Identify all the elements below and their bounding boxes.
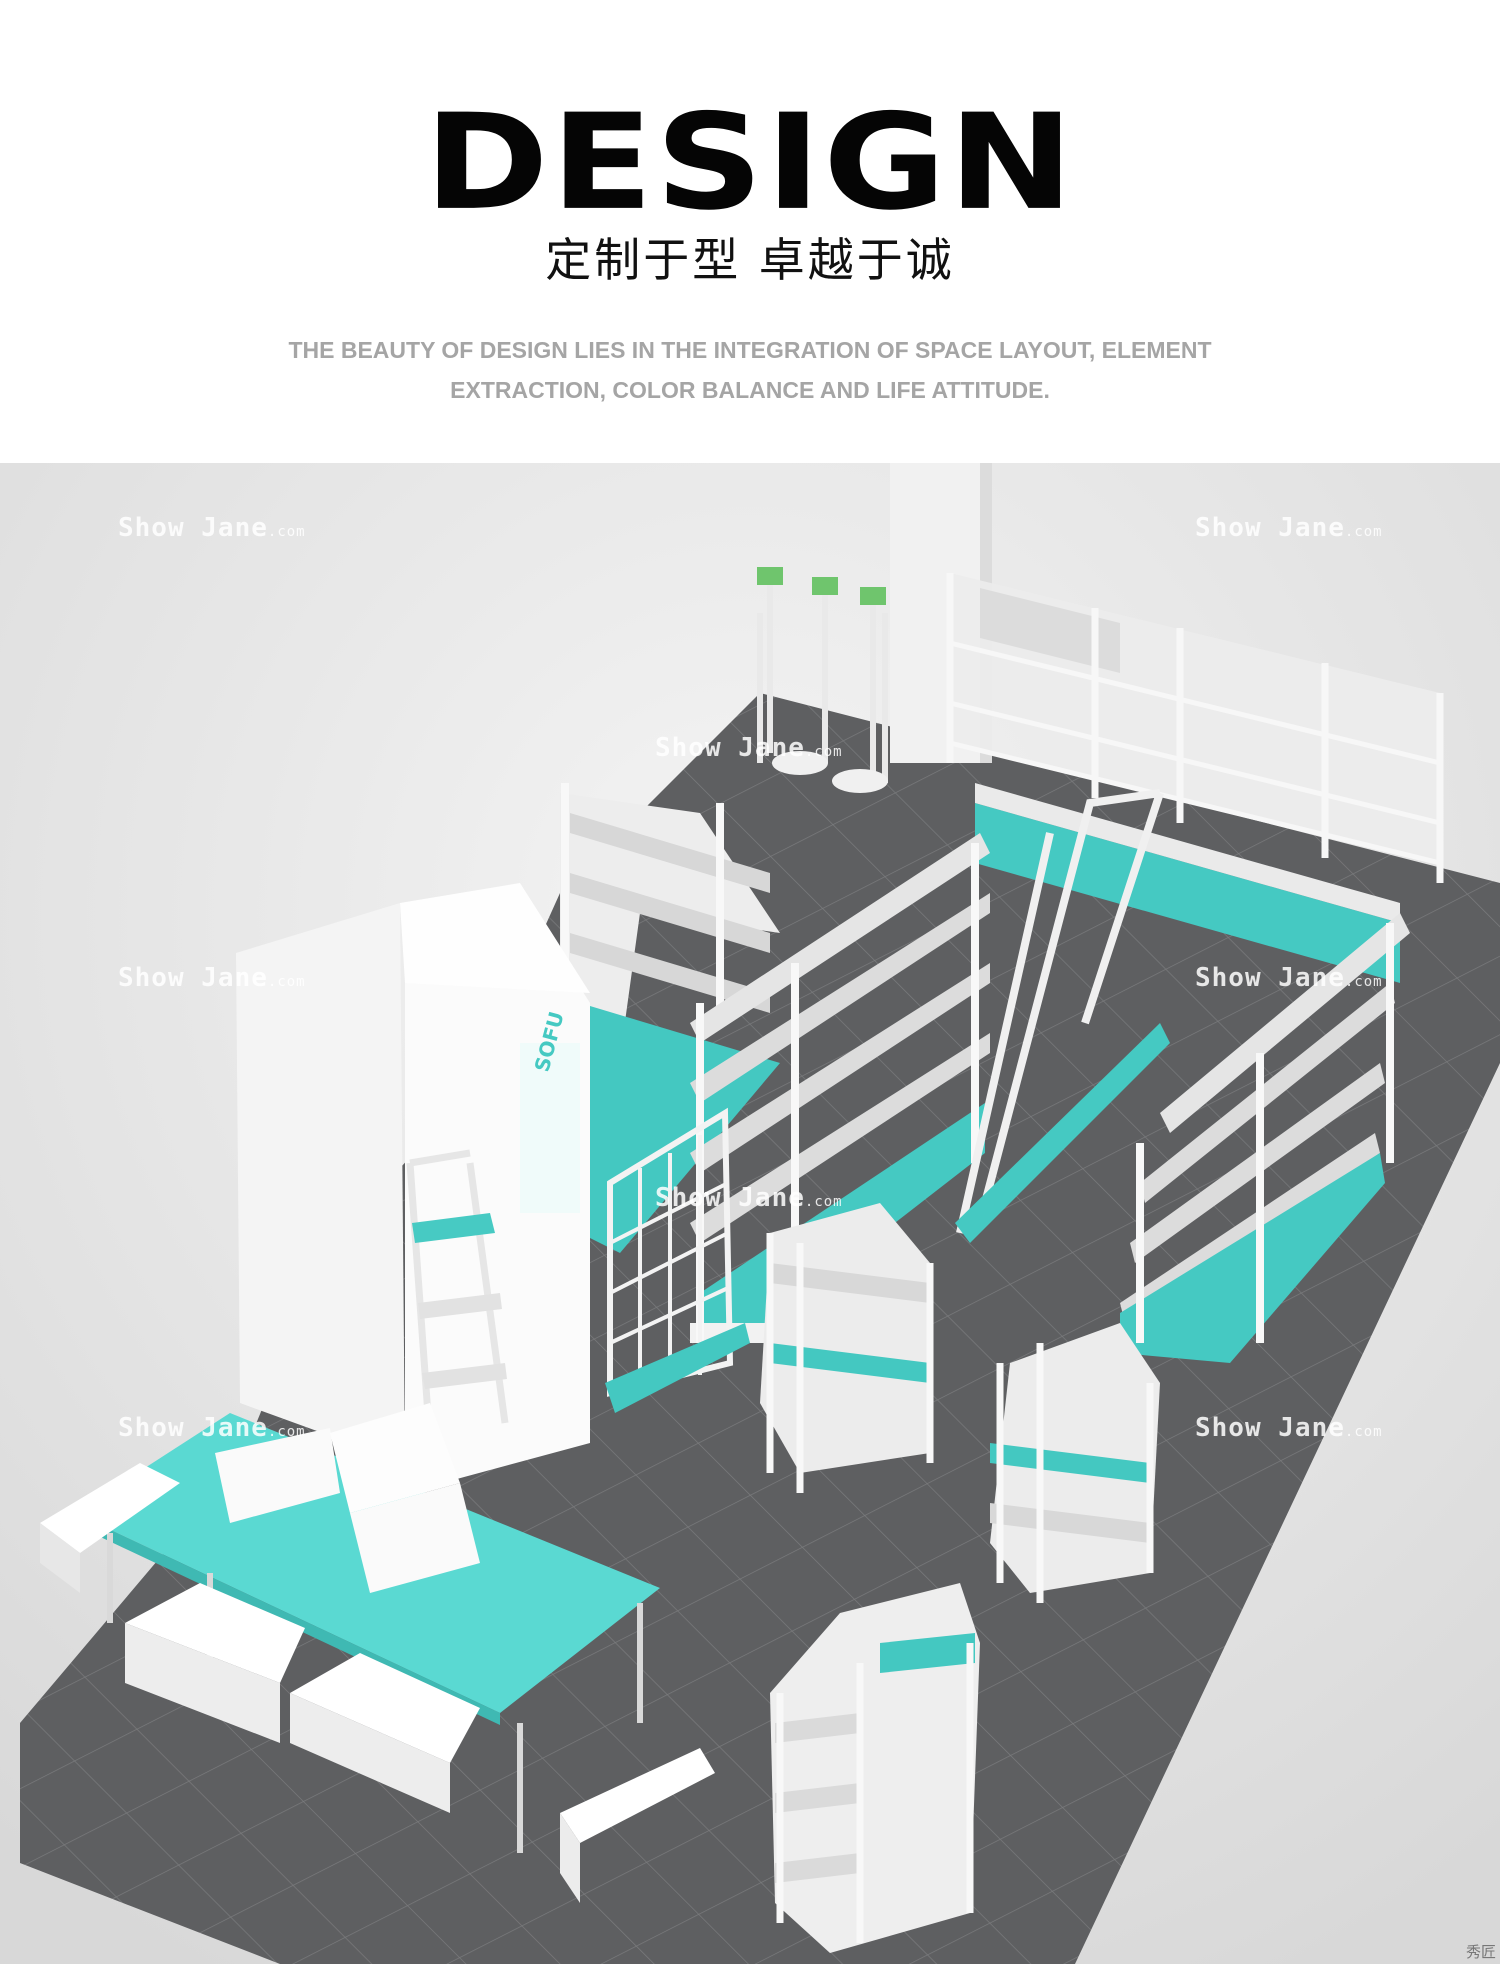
watermark-center-upper: Show Jane.com bbox=[655, 733, 843, 763]
tagline-line-2: EXTRACTION, COLOR BALANCE AND LIFE ATTIT… bbox=[450, 377, 1050, 403]
mid-shelf-two bbox=[990, 1323, 1160, 1603]
grid-panel bbox=[605, 1107, 750, 1413]
store-render-svg: SOFU bbox=[0, 463, 1500, 1964]
page-title: DESIGN bbox=[424, 86, 1076, 240]
tagline: THE BEAUTY OF DESIGN LIES IN THE INTEGRA… bbox=[180, 330, 1320, 410]
watermark-bottom-right: Show Jane.com bbox=[1195, 1413, 1383, 1443]
mid-shelf-one bbox=[760, 1203, 934, 1493]
store-render-image: SOFU bbox=[0, 463, 1500, 1964]
watermark-mid-left: Show Jane.com bbox=[118, 963, 306, 993]
white-wall-blocks bbox=[236, 883, 590, 1493]
front-shelf bbox=[770, 1583, 980, 1953]
watermark-top-right: Show Jane.com bbox=[1195, 513, 1383, 543]
watermark-top-left: Show Jane.com bbox=[118, 513, 306, 543]
watermark-mid-right: Show Jane.com bbox=[1195, 963, 1383, 993]
right-gondola-shelf bbox=[1120, 913, 1410, 1363]
watermark-bottom-left: Show Jane.com bbox=[118, 1413, 306, 1443]
watermark-center-lower: Show Jane.com bbox=[655, 1183, 843, 1213]
a-frame-rack bbox=[955, 789, 1170, 1243]
corner-logo-mark: 秀匠 bbox=[1465, 1943, 1496, 1961]
chinese-subtitle: 定制于型 卓越于诚 bbox=[545, 233, 955, 287]
ladder-rack bbox=[406, 1149, 509, 1444]
tagline-line-1: THE BEAUTY OF DESIGN LIES IN THE INTEGRA… bbox=[288, 337, 1212, 363]
white-benches bbox=[40, 1463, 715, 1903]
header-section: DESIGN 定制于型 卓越于诚 THE BEAUTY OF DESIGN LI… bbox=[0, 0, 1500, 463]
sign-rails bbox=[757, 567, 888, 793]
